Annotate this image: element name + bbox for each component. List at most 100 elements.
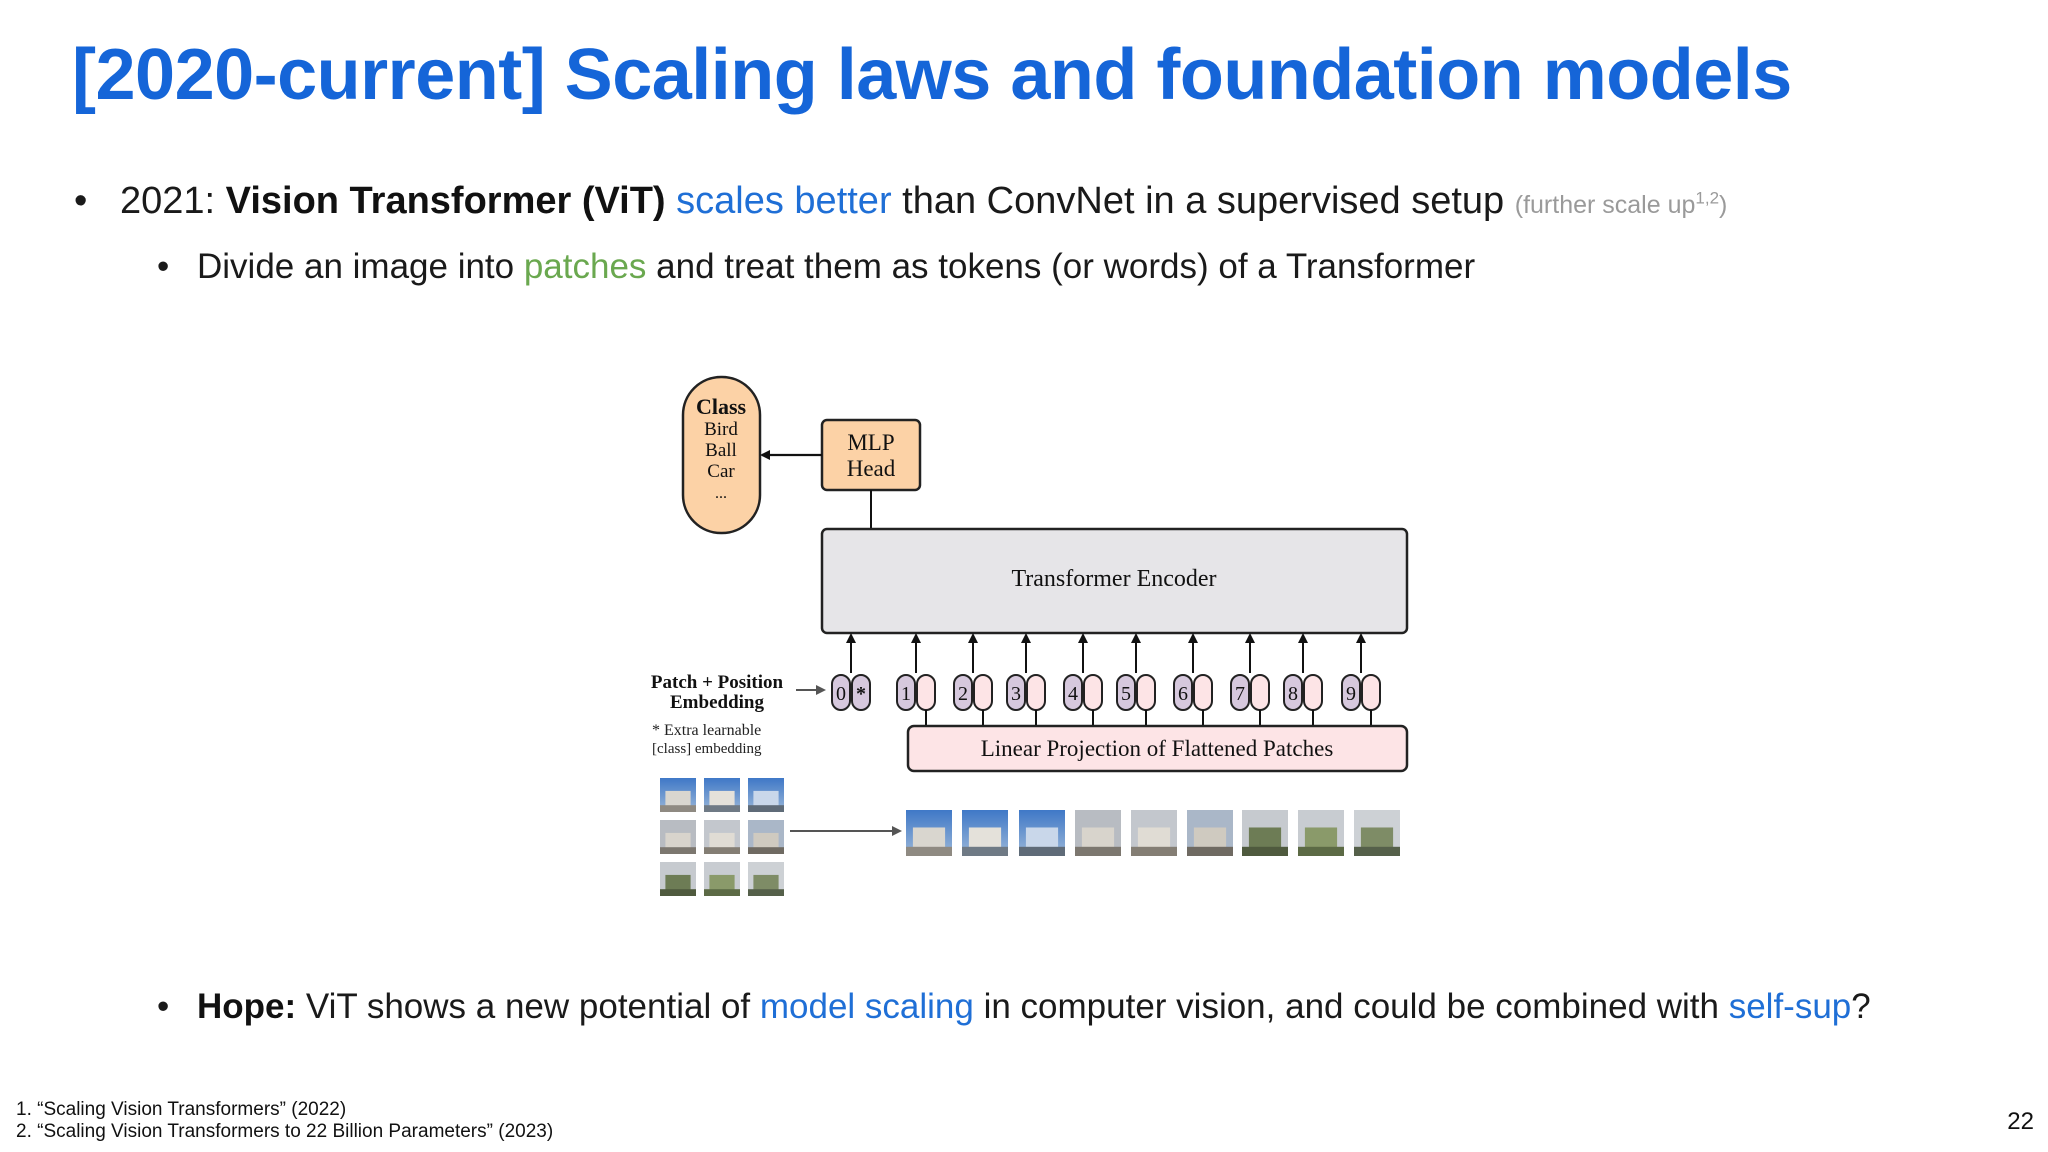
patch-token — [1303, 674, 1323, 711]
image-grid-patch-ground — [748, 805, 784, 812]
flattened-patch-building — [1025, 827, 1059, 849]
flattened-patch-building — [968, 827, 1002, 849]
mlp-head-line: Head — [847, 456, 896, 481]
bullet-hope-post: ? — [1851, 987, 1871, 1026]
flattened-patch-ground — [1019, 846, 1065, 856]
bullet-dot: • — [74, 180, 88, 222]
mlp-head-line: MLP — [847, 430, 894, 455]
image-grid-patch-ground — [704, 847, 740, 854]
position-token-label: 1 — [901, 683, 911, 705]
bullet-vit-rest: than ConvNet in a supervised setup — [891, 180, 1515, 222]
position-token — [1283, 674, 1303, 711]
image-grid-patch-ground — [660, 805, 696, 812]
image-grid-patch-ground — [748, 847, 784, 854]
patch-token — [1026, 674, 1046, 711]
position-token — [831, 674, 851, 711]
position-token-label: 4 — [1068, 683, 1078, 705]
position-token-label: 5 — [1121, 683, 1131, 705]
embedding-label: Patch + Position — [651, 672, 784, 693]
position-token-label: 2 — [958, 683, 968, 705]
vit-diagram: Class Bird Ball Car ... MLP Head Transfo… — [651, 375, 1409, 896]
note-close: ) — [1719, 191, 1728, 219]
reference-item: 1. “Scaling Vision Transformers” (2022) — [16, 1099, 347, 1120]
position-token-label: 9 — [1346, 683, 1356, 705]
flattened-patch-ground — [1075, 846, 1121, 856]
references: 1. “Scaling Vision Transformers” (2022) … — [16, 1099, 553, 1143]
flattened-patch-building — [1360, 827, 1394, 849]
position-token — [1230, 674, 1250, 711]
bullet-patches-post: and treat them as tokens (or words) of a… — [646, 247, 1476, 286]
linear-projection-box — [906, 724, 1409, 773]
position-token — [1341, 674, 1361, 711]
patch-token — [1136, 674, 1156, 711]
class-item: Ball — [705, 440, 737, 461]
flattened-patch-building — [1137, 827, 1171, 849]
extra-note: [class] embedding — [652, 741, 762, 757]
class-token-mark: * — [856, 683, 866, 705]
image-grid-patch-ground — [704, 805, 740, 812]
bullet-dot: • — [157, 247, 170, 286]
bullet-patches-pre: Divide an image into — [197, 247, 524, 286]
bullet-hope-mid: in computer vision, and could be combine… — [973, 987, 1729, 1026]
flattened-patch-ground — [906, 846, 952, 856]
bullet-hope-bold: Hope: — [197, 987, 297, 1026]
bullet-hope: • Hope: ViT shows a new potential of mod… — [157, 987, 1871, 1027]
image-grid-patch-ground — [748, 889, 784, 896]
page-number: 22 — [2007, 1108, 2034, 1135]
bullet-dot: • — [157, 987, 170, 1026]
flattened-patch-ground — [1131, 846, 1177, 856]
flattened-patch-ground — [1354, 846, 1400, 856]
bullet-vit: • 2021: Vision Transformer (ViT) scales … — [74, 180, 1728, 223]
class-title: Class — [696, 394, 747, 419]
position-token-label: 8 — [1288, 683, 1298, 705]
patch-token — [973, 674, 993, 711]
position-token-label: 0 — [836, 683, 846, 705]
flattened-patch-building — [912, 827, 946, 849]
input-image-grid — [660, 778, 784, 896]
image-grid-patch-building — [709, 790, 735, 807]
flattened-patch-ground — [1298, 846, 1344, 856]
bullet-vit-prefix: 2021: — [120, 180, 226, 222]
flattened-patch-sequence — [906, 810, 1400, 856]
flattened-patch-building — [1304, 827, 1338, 849]
image-grid-patch-ground — [660, 847, 696, 854]
bullet-patches-highlight: patches — [523, 247, 647, 286]
image-grid-patch-ground — [660, 889, 696, 896]
position-token — [1173, 674, 1193, 711]
class-item: Car — [707, 461, 735, 482]
image-grid-patch-building — [709, 832, 735, 849]
slide-title: [2020-current] Scaling laws and foundati… — [72, 35, 1792, 115]
position-token — [953, 674, 973, 711]
patch-token — [1193, 674, 1213, 711]
encoder-label: Transformer Encoder — [1011, 566, 1216, 592]
image-grid-patch-building — [753, 832, 779, 849]
note-superscript: 1,2 — [1695, 188, 1720, 208]
image-grid-patch-building — [753, 874, 779, 891]
position-token — [896, 674, 916, 711]
position-token-label: 3 — [1011, 683, 1021, 705]
image-grid-patch-building — [665, 790, 691, 807]
bullet-vit-bold: Vision Transformer (ViT) — [225, 180, 666, 222]
class-token — [851, 674, 871, 711]
extra-note: * Extra learnable — [652, 722, 761, 739]
bullet-hope-highlight-1: model scaling — [759, 987, 974, 1026]
image-grid-patch-building — [753, 790, 779, 807]
image-grid-patch-ground — [704, 889, 740, 896]
bullet-vit-highlight: scales better — [676, 180, 892, 222]
flattened-patch-building — [1081, 827, 1115, 849]
flattened-patch-ground — [962, 846, 1008, 856]
image-grid-patch-building — [665, 874, 691, 891]
patch-token — [1250, 674, 1270, 711]
flattened-patch-building — [1193, 827, 1227, 849]
bullet-hope-highlight-2: self-sup — [1728, 987, 1852, 1026]
class-item: ... — [715, 485, 727, 502]
bullet-vit-note: (further scale up1,2) — [1515, 188, 1728, 219]
class-item: Bird — [704, 419, 738, 440]
flattened-patch-ground — [1187, 846, 1233, 856]
transformer-encoder-box — [820, 527, 1409, 635]
embedding-label: Embedding — [670, 692, 764, 713]
position-token — [1006, 674, 1026, 711]
patch-token — [1361, 674, 1381, 711]
projection-label: Linear Projection of Flattened Patches — [981, 736, 1334, 761]
